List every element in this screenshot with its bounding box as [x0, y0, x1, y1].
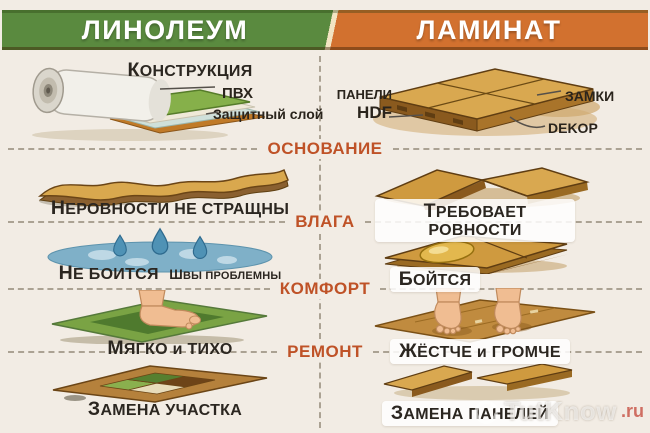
feet-on-hard-floor-illustration	[374, 288, 596, 343]
caption-linoleum-base: НЕРОВНОСТИ НЕ СТРАЩНЫ	[40, 198, 300, 219]
caption-laminate-comfort: ЖЁСТЧЕ и ГРОМЧЕ	[375, 339, 585, 365]
foot-on-soft-mat-illustration	[51, 290, 268, 344]
caption-laminate-moisture: БОЙТСЯ	[360, 267, 510, 293]
divider-label-vlaga: ВЛАГА	[285, 212, 365, 232]
caption-laminate-comfort-text: ЖЁСТЧЕ и ГРОМЧЕ	[390, 339, 570, 365]
watermark-brand: TutKnow	[504, 396, 617, 426]
divider-label-osnovanie: ОСНОВАНИЕ	[257, 139, 393, 159]
caption-linoleum-repair: ЗАМЕНА УЧАСТКА	[35, 399, 295, 420]
patch-replacement-illustration	[52, 365, 268, 403]
caption-linoleum-moisture: НЕ БОИТСЯ ШВЫ ПРОБЛЕМНЫ	[30, 263, 310, 284]
column-divider-line	[319, 56, 321, 428]
decor-label: DEKOP	[548, 120, 598, 136]
divider-osnovanie: ОСНОВАНИЕ	[8, 139, 643, 159]
construction-title-text: КОНСТРУКЦИЯ	[127, 59, 253, 81]
locks-label: ЗАМКИ	[565, 88, 615, 104]
panel-pieces-illustration	[383, 363, 573, 400]
watermark-tld: .ru	[620, 401, 644, 421]
caption-linoleum-moisture-text: НЕ БОИТСЯ	[58, 262, 159, 284]
caption-laminate-moisture-text: БОЙТСЯ	[389, 267, 481, 293]
caption-linoleum-moisture-note: ШВЫ ПРОБЛЕМНЫ	[169, 267, 282, 282]
caption-linoleum-repair-text: ЗАМЕНА УЧАСТКА	[87, 398, 243, 420]
header-band	[2, 10, 648, 50]
caption-laminate-repair: ЗАМЕНА ПАНЕЛЕЙ	[370, 401, 570, 427]
caption-laminate-repair-text: ЗАМЕНА ПАНЕЛЕЙ	[381, 401, 559, 427]
water-puddle-illustration	[47, 227, 273, 273]
caption-linoleum-comfort: МЯГКО и ТИХО	[40, 338, 300, 359]
divider-label-komfort: КОМФОРТ	[269, 279, 381, 299]
divider-label-remont: РЕМОНТ	[277, 342, 373, 362]
caption-linoleum-base-text: НЕРОВНОСТИ НЕ СТРАЩНЫ	[50, 197, 290, 219]
divider-dash	[8, 351, 278, 353]
caption-laminate-base-text: ТРЕБОВАЕТ РОВНОСТИ	[375, 199, 575, 243]
caption-laminate-base: ТРЕБОВАЕТ РОВНОСТИ	[375, 199, 575, 243]
header-title-linoleum: ЛИНОЛЕУМ	[81, 15, 249, 45]
hdf-panels-label: ПАНЕЛИ HDF	[330, 87, 392, 122]
divider-dash	[392, 148, 643, 150]
header-title-laminate: ЛАМИНАТ	[416, 15, 562, 45]
construction-title: КОНСТРУКЦИЯ	[100, 60, 280, 81]
hdf-panels-label-line2: HDF	[357, 102, 392, 122]
divider-dash	[8, 288, 270, 290]
hdf-panels-label-line1: ПАНЕЛИ	[336, 87, 392, 102]
tutknow-logo-icon	[474, 400, 499, 424]
divider-dash	[8, 221, 286, 223]
wavy-floor-illustration	[37, 168, 289, 207]
linoleum-roll-illustration	[32, 67, 266, 141]
divider-vlaga: ВЛАГА	[8, 212, 642, 232]
laminate-board-illustration	[373, 68, 600, 136]
protective-layer-label: Защитный слой	[213, 106, 324, 122]
caption-linoleum-comfort-text: МЯГКО и ТИХО	[107, 337, 233, 359]
divider-dash	[8, 148, 258, 150]
pvc-label: ПВХ	[222, 85, 254, 102]
watermark: TutKnow .ru	[472, 396, 644, 427]
